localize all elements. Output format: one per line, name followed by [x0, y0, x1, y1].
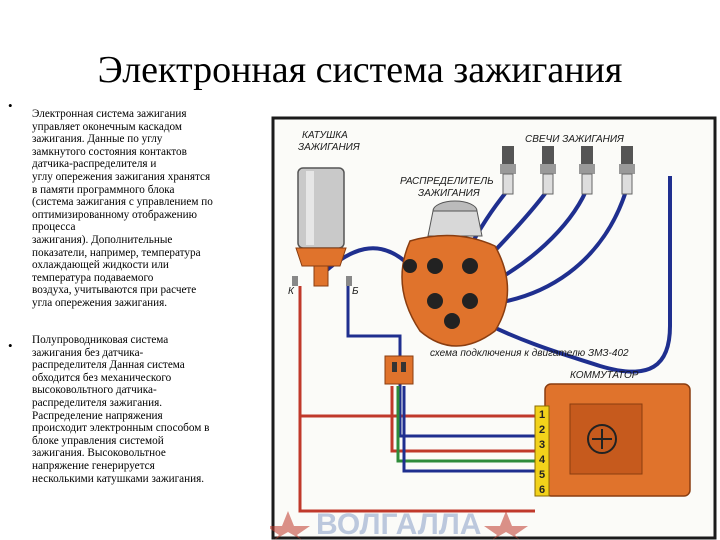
label-terminal-k: К — [288, 286, 295, 297]
commutator — [544, 383, 691, 497]
label-terminal-b: Б — [352, 286, 359, 297]
label-distributor-line2: ЗАЖИГАНИЯ — [418, 188, 480, 199]
pin-label-6: 6 — [539, 484, 545, 496]
slide-title: Электронная система зажигания — [97, 49, 623, 91]
watermark-text: ВОЛГАЛЛА — [316, 508, 481, 540]
label-distributor-line1: РАСПРЕДЕЛИТЕЛЬ — [400, 176, 494, 187]
pin-label-2: 2 — [539, 424, 545, 436]
bullet-marker-2: • — [8, 338, 13, 353]
ignition-coil — [292, 167, 352, 287]
sensor-connector — [384, 355, 414, 385]
label-coil-line2: ЗАЖИГАНИЯ — [298, 142, 360, 153]
spark-plug-2 — [540, 146, 556, 195]
lv-wires — [298, 286, 535, 513]
commutator-pin-strip — [534, 405, 550, 497]
label-commutator: КОММУТАТОР — [570, 370, 639, 381]
distributor — [401, 200, 509, 347]
pin-label-4: 4 — [539, 454, 546, 466]
diagram-caption: схема подключения к двигателю ЗМЗ-402 — [430, 348, 629, 359]
paragraph-semiconductor-ignition: Полупроводниковая система зажигания без … — [32, 334, 210, 485]
pin-label-5: 5 — [539, 469, 545, 481]
spark-plugs — [500, 146, 635, 195]
watermark-logo: ВОЛГАЛЛА — [270, 508, 528, 540]
paragraph-electronic-ignition: Электронная система зажигания управляет … — [32, 108, 213, 309]
pin-label-3: 3 — [539, 439, 545, 451]
label-spark-plugs: СВЕЧИ ЗАЖИГАНИЯ — [525, 134, 624, 145]
ignition-wiring-diagram: 1 2 3 4 5 6 КАТУШКА ЗАЖИГАНИЯ СВЕЧИ ЗАЖИ… — [270, 116, 717, 540]
pin-label-1: 1 — [539, 409, 545, 421]
spark-plug-4 — [619, 146, 635, 195]
label-coil-line1: КАТУШКА — [302, 130, 348, 141]
bullet-marker-1: • — [8, 98, 13, 113]
spark-plug-3 — [579, 146, 595, 195]
spark-plug-1 — [500, 146, 516, 195]
